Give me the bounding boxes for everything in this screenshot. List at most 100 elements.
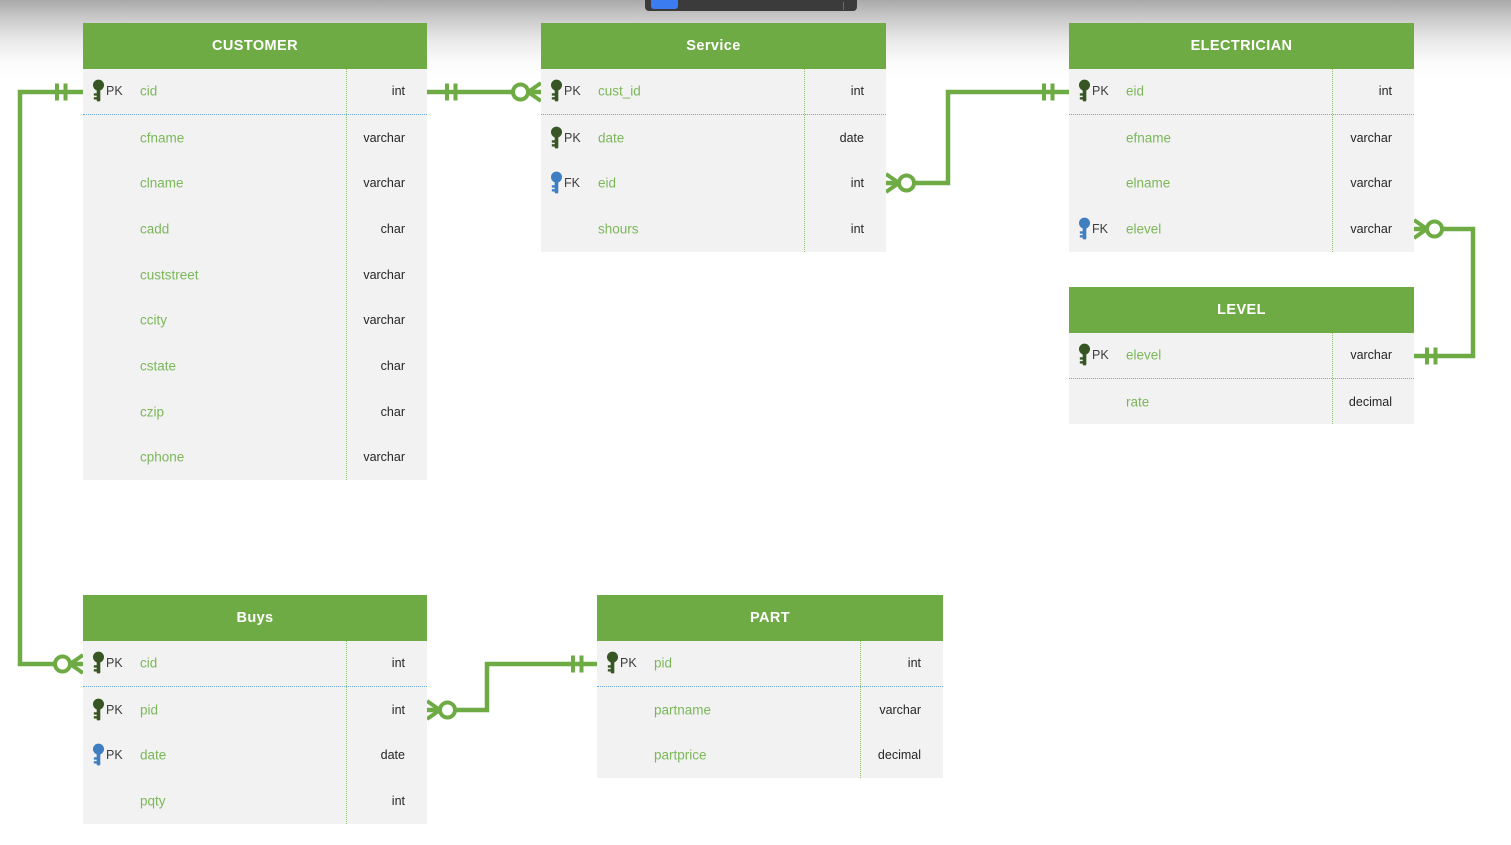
pk-key-icon (606, 651, 619, 675)
table-row-buys-pid[interactable]: PK pid int (83, 687, 427, 733)
toolbar-divider (843, 2, 844, 10)
connector-electrician-level[interactable] (1412, 218, 1476, 365)
one-and-only-one-marker (571, 655, 584, 673)
field-type: varchar (363, 267, 405, 282)
key-label: PK (564, 84, 581, 99)
column-divider (346, 641, 347, 824)
connector-customer-buys[interactable] (17, 83, 85, 675)
table-header-part[interactable]: PART (597, 595, 943, 641)
connector-customer-service[interactable] (427, 81, 543, 103)
field-type: int (1378, 84, 1392, 99)
field-name: pid (140, 702, 159, 718)
table-title: PART (750, 610, 790, 626)
one-and-only-one-marker (1042, 83, 1055, 101)
key-label: PK (1092, 348, 1109, 363)
table-row-part-pid[interactable]: PK pid int (597, 641, 943, 687)
field-name: czip (140, 404, 165, 420)
zero-or-many-marker (53, 653, 85, 675)
zero-or-many-marker (511, 81, 543, 103)
column-divider (1332, 69, 1333, 252)
field-type: varchar (1350, 221, 1392, 236)
column-divider (1332, 333, 1333, 425)
field-name: elname (1126, 175, 1171, 191)
pk-key-icon (1078, 79, 1091, 103)
table-row-customer-cadd[interactable]: cadd char (83, 206, 427, 252)
field-name: cid (140, 655, 158, 671)
field-name: rate (1126, 394, 1150, 410)
field-type: char (380, 404, 405, 419)
field-name: cadd (140, 221, 170, 237)
field-type: varchar (363, 313, 405, 328)
table-title: LEVEL (1217, 302, 1266, 318)
field-name: shours (598, 221, 639, 237)
field-name: ccity (140, 312, 167, 328)
field-name: cphone (140, 449, 185, 465)
field-type: char (380, 358, 405, 373)
table-row-electrician-elname[interactable]: elname varchar (1069, 160, 1414, 206)
table-row-customer-ccity[interactable]: ccity varchar (83, 297, 427, 343)
field-name: pid (654, 655, 673, 671)
column-divider (860, 641, 861, 779)
pk-key-icon (92, 651, 105, 675)
field-type: int (850, 176, 864, 191)
field-type: int (391, 84, 405, 99)
field-type: int (391, 702, 405, 717)
table-header-service[interactable]: Service (541, 23, 886, 69)
field-name: custstreet (140, 267, 199, 283)
table-header-level[interactable]: LEVEL (1069, 287, 1414, 333)
key-label: PK (106, 702, 123, 717)
table-row-level-rate[interactable]: rate decimal (1069, 379, 1414, 425)
field-type: int (907, 656, 921, 671)
field-type: varchar (363, 130, 405, 145)
field-name: cust_id (598, 83, 641, 99)
toolbar-accent-button[interactable] (651, 0, 678, 9)
table-title: Service (686, 38, 741, 54)
field-type: int (391, 793, 405, 808)
field-name: clname (140, 175, 184, 191)
table-header-customer[interactable]: CUSTOMER (83, 23, 427, 69)
field-name: elevel (1126, 221, 1162, 237)
table-header-buys[interactable]: Buys (83, 595, 427, 641)
field-type: varchar (1350, 176, 1392, 191)
table-header-electrician[interactable]: ELECTRICIAN (1069, 23, 1414, 69)
field-type: decimal (1348, 394, 1392, 409)
key-label: PK (620, 656, 637, 671)
key-label: PK (106, 748, 123, 763)
table-row-customer-czip[interactable]: czip char (83, 389, 427, 435)
field-name: elevel (1126, 347, 1162, 363)
floating-toolbar[interactable] (645, 0, 857, 11)
key-label: PK (106, 84, 123, 99)
fk-key-icon (92, 743, 105, 767)
field-name: partprice (654, 747, 707, 763)
field-type: char (380, 221, 405, 236)
connector-service-electrician[interactable] (884, 83, 1069, 194)
fk-key-icon (1078, 217, 1091, 241)
connector-buys-part[interactable] (425, 655, 597, 721)
table-row-customer-custstreet[interactable]: custstreet varchar (83, 252, 427, 298)
